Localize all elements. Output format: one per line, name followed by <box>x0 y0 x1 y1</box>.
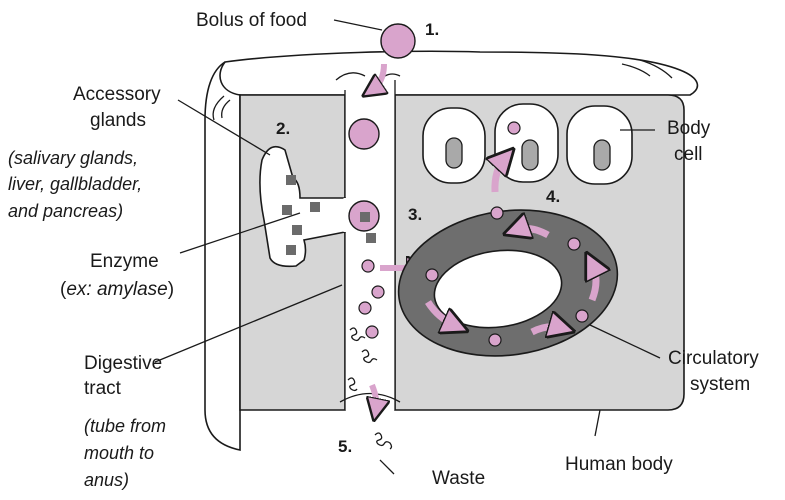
enzyme-square <box>282 205 292 215</box>
digestive-label-line2: tract <box>84 378 122 399</box>
waste-label: Waste <box>432 468 485 489</box>
step-5: 5. <box>338 437 352 456</box>
body-side-face <box>205 62 240 450</box>
step-1: 1. <box>425 20 439 39</box>
cell-nucleus <box>446 138 462 168</box>
nutrient-particle <box>489 334 501 346</box>
nutrient-particle <box>362 260 374 272</box>
human-body-label: Human body <box>565 454 673 475</box>
circulatory-label-line2: system <box>690 374 750 395</box>
enzyme-square <box>360 212 370 222</box>
bolus-digesting <box>349 119 379 149</box>
nutrient-particle <box>359 302 371 314</box>
body-cell-label-line2: cell <box>674 144 703 165</box>
body-top-face <box>216 51 697 95</box>
nutrient-particle <box>366 326 378 338</box>
circulatory-label-line1: Circulatory <box>668 348 759 369</box>
enzyme-square <box>286 175 296 185</box>
step-3: 3. <box>408 205 422 224</box>
body-cell-label-line1: Body <box>667 118 711 139</box>
arrow-icon <box>592 264 596 300</box>
enzyme-square <box>310 202 320 212</box>
nutrient-particle <box>568 238 580 250</box>
bolus-of-food <box>381 24 415 58</box>
nutrient-particle <box>508 122 520 134</box>
digestive-desc-2: mouth to <box>84 443 154 463</box>
accessory-label-line1: Accessory <box>73 84 161 105</box>
enzyme-example: (ex: amylase) <box>60 279 174 300</box>
nutrient-particle <box>426 269 438 281</box>
enzyme-square <box>292 225 302 235</box>
step-4: 4. <box>546 187 560 206</box>
bolus-label: Bolus of food <box>196 10 307 31</box>
body-cells <box>423 104 632 192</box>
accessory-examples-2: liver, gallbladder, <box>8 174 142 194</box>
cell-nucleus <box>522 140 538 170</box>
accessory-examples-1: (salivary glands, <box>8 148 138 168</box>
step-2: 2. <box>276 119 290 138</box>
nutrient-particle <box>491 207 503 219</box>
accessory-examples-3: and pancreas) <box>8 201 123 221</box>
accessory-label-line2: glands <box>90 110 146 131</box>
nutrient-particle <box>372 286 384 298</box>
digestive-desc-1: (tube from <box>84 416 166 436</box>
cell-nucleus <box>594 140 610 170</box>
digestive-desc-3: anus) <box>84 470 129 490</box>
enzyme-label: Enzyme <box>90 251 159 272</box>
nutrient-particle <box>576 310 588 322</box>
waste-squiggle <box>375 433 392 449</box>
digestive-label-line1: Digestive <box>84 353 162 374</box>
enzyme-square <box>286 245 296 255</box>
enzyme-square <box>366 233 376 243</box>
